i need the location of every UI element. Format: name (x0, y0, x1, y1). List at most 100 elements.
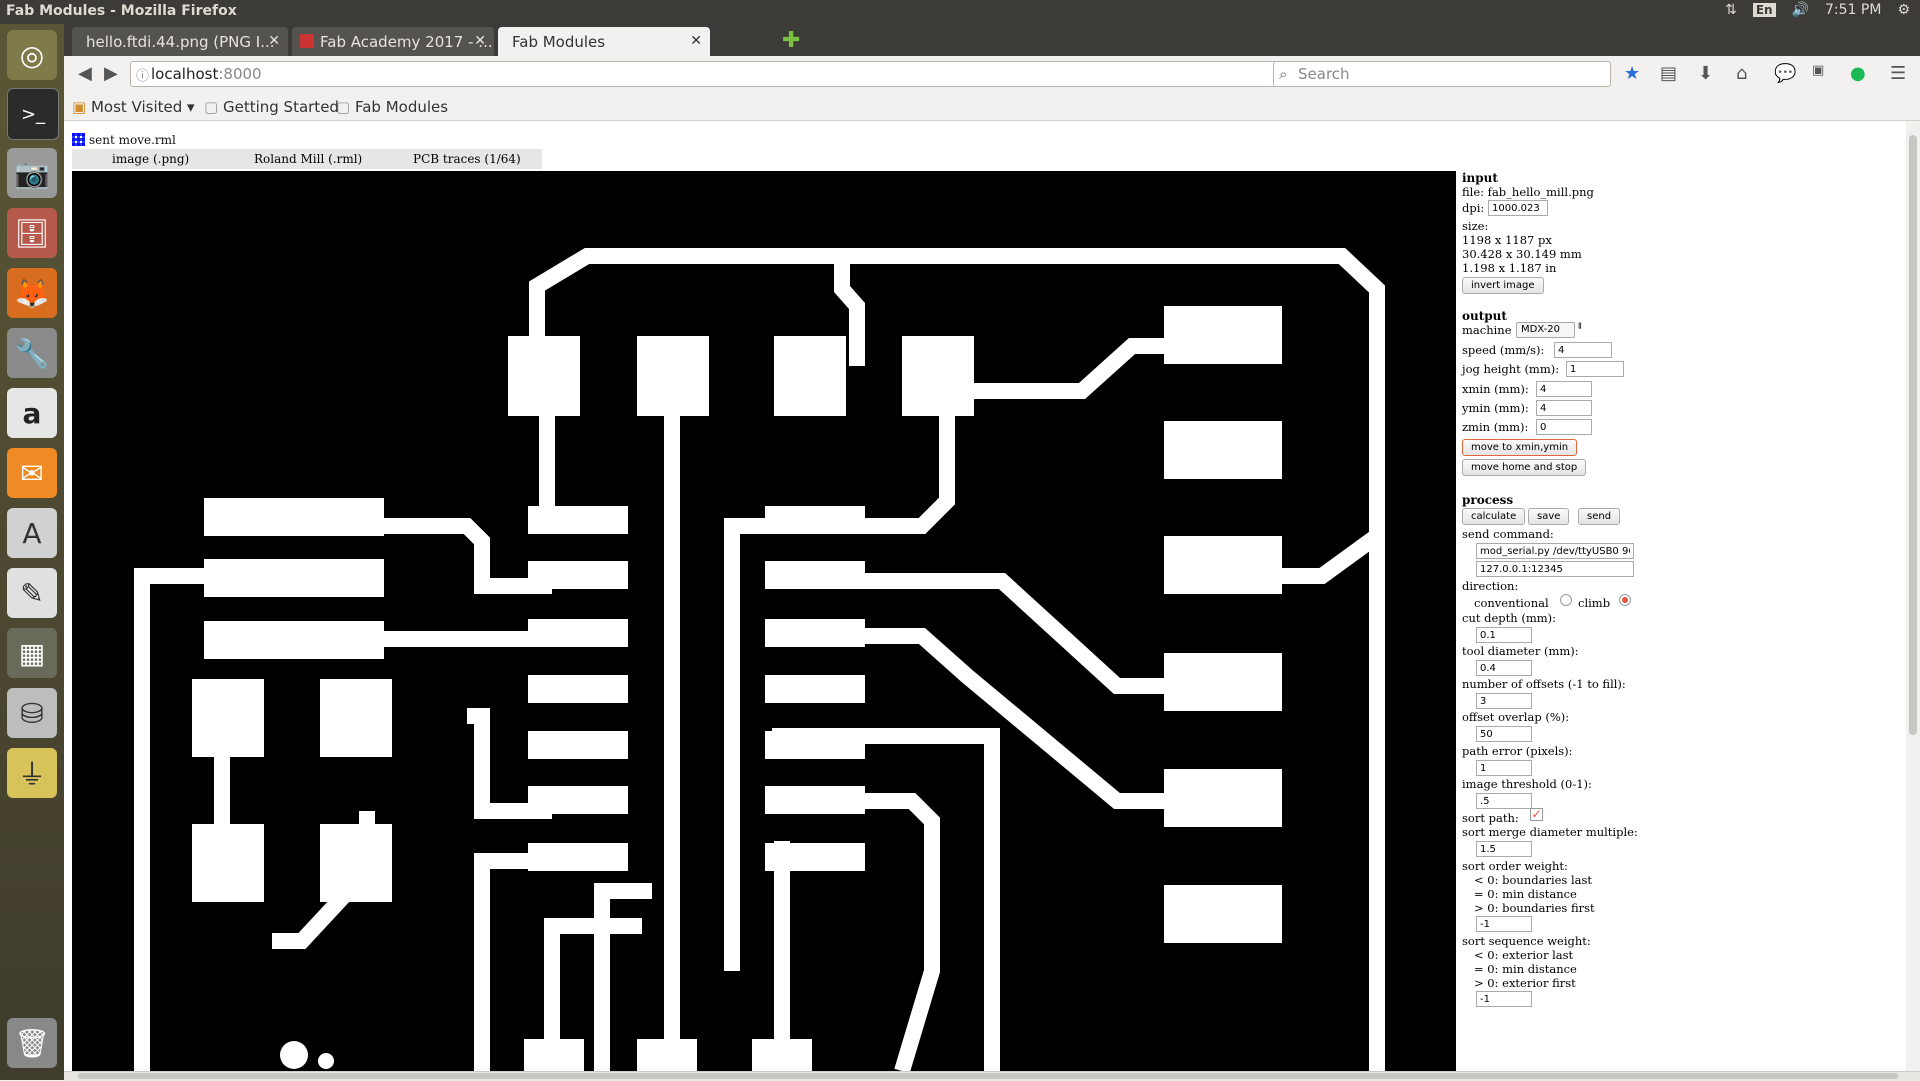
close-tab-icon[interactable]: ✕ (474, 33, 486, 49)
vertical-scroll-thumb[interactable] (1909, 135, 1917, 735)
tab-hello-ftdi[interactable]: hello.ftdi.44.png (PNG I... ✕ (72, 27, 288, 56)
overlap-label: offset overlap (%): (1462, 710, 1570, 724)
offsets-label: number of offsets (-1 to fill): (1462, 677, 1626, 691)
merge-label: sort merge diameter multiple: (1462, 825, 1638, 839)
bookmark-star-icon[interactable]: ★ (1624, 63, 1641, 84)
module-roland-mill[interactable]: Roland Mill (.rml) (254, 152, 363, 166)
sequence-input[interactable] (1476, 991, 1532, 1007)
tab-fab-academy[interactable]: Fab Academy 2017 - ... ✕ (292, 27, 494, 56)
tab-fab-modules[interactable]: Fab Modules ✕ (498, 27, 710, 56)
sort-path-label: sort path: (1462, 811, 1519, 825)
page-icon: ▢ (336, 98, 351, 116)
navigation-toolbar: ◀ ▶ ⓘ localhost:8000 ▼ ↻ ⌕ Search ★ ▤ ⬇ … (64, 56, 1920, 92)
forward-arrow-icon[interactable]: ▶ (104, 63, 118, 84)
module-image-png[interactable]: image (.png) (112, 152, 190, 166)
mail-icon[interactable]: ✉ (7, 448, 57, 498)
overlap-input[interactable] (1476, 726, 1532, 742)
machine-select[interactable]: MDX-20 (1516, 322, 1576, 338)
pad (528, 843, 628, 871)
save-button[interactable]: save (1528, 508, 1570, 525)
settings-gear-icon[interactable]: ⚙ (1897, 2, 1910, 18)
text-editor-icon[interactable]: ✎ (7, 568, 57, 618)
offsets-input[interactable] (1476, 693, 1532, 709)
youtube-icon[interactable]: ▣ (1812, 63, 1825, 78)
status-message: sent move.rml (72, 133, 176, 147)
dash-home-icon[interactable]: ◎ (7, 30, 57, 80)
clock[interactable]: 7:51 PM (1825, 2, 1882, 18)
module-pcb-traces[interactable]: PCB traces (1/64) (413, 152, 521, 166)
browser-tab-strip: hello.ftdi.44.png (PNG I... ✕ Fab Academ… (64, 24, 1920, 56)
workspace-switcher-icon[interactable]: ▦ (7, 628, 57, 678)
system-settings-icon[interactable]: 🔧 (7, 328, 57, 378)
close-tab-icon[interactable]: ✕ (268, 33, 280, 49)
ymin-input[interactable] (1536, 400, 1592, 416)
via (280, 1041, 308, 1069)
pad (1164, 421, 1282, 479)
menu-hamburger-icon[interactable]: ☰ (1890, 63, 1907, 84)
jog-height-input[interactable] (1566, 361, 1624, 377)
invert-image-button[interactable]: invert image (1462, 277, 1544, 294)
sort-path-checkbox[interactable]: ✓ (1530, 807, 1543, 821)
path-error-input[interactable] (1476, 760, 1532, 776)
move-to-xmin-ymin-button[interactable]: move to xmin,ymin (1462, 439, 1578, 456)
disk-drive-icon[interactable]: ⛁ (7, 688, 57, 738)
reading-list-icon[interactable]: ▤ (1660, 63, 1678, 84)
folder-icon: ▣ (72, 98, 87, 116)
back-arrow-icon[interactable]: ◀ (78, 63, 92, 84)
calculate-button[interactable]: calculate (1462, 508, 1526, 525)
terminal-icon[interactable]: >_ (7, 88, 59, 140)
send-command-input[interactable] (1476, 543, 1634, 559)
horizontal-scroll-thumb[interactable] (78, 1073, 1898, 1079)
pad (320, 679, 392, 757)
bookmark-most-visited[interactable]: ▣ Most Visited ▾ (72, 98, 195, 116)
zmin-label: zmin (mm): (1462, 420, 1529, 434)
info-icon[interactable]: ⓘ (136, 69, 150, 84)
search-bar[interactable]: ⌕ Search (1273, 61, 1611, 87)
new-tab-plus-icon[interactable]: ✚ (782, 28, 801, 53)
grammarly-icon[interactable]: ● (1850, 63, 1866, 84)
firefox-icon[interactable]: 🦊 (7, 268, 57, 318)
zmin-input[interactable] (1536, 419, 1592, 435)
send-button[interactable]: send (1578, 508, 1621, 525)
camera-icon[interactable]: 📷 (7, 148, 57, 198)
url-bar[interactable]: ⓘ localhost:8000 ▼ ↻ (130, 61, 1334, 87)
pad (765, 843, 865, 871)
horizontal-scrollbar[interactable] (64, 1071, 1920, 1081)
vertical-scrollbar[interactable] (1906, 121, 1920, 1071)
merge-input[interactable] (1476, 841, 1532, 857)
usb-drive-icon[interactable]: ⏚ (7, 748, 57, 798)
system-tray: ⇅ En 🔊 7:51 PM ⚙ (1725, 2, 1910, 18)
order-input[interactable] (1476, 916, 1532, 932)
conventional-radio[interactable] (1560, 594, 1572, 606)
chat-icon[interactable]: 💬 (1774, 63, 1797, 84)
server-input[interactable] (1476, 561, 1634, 577)
cut-depth-input[interactable] (1476, 627, 1532, 643)
sequence-line: > 0: exterior first (1474, 976, 1576, 990)
speed-input[interactable] (1554, 342, 1612, 358)
pad (637, 336, 709, 416)
downloads-icon[interactable]: ⬇ (1698, 63, 1714, 84)
file-manager-icon[interactable]: 🗄 (7, 208, 57, 258)
volume-icon[interactable]: 🔊 (1791, 2, 1810, 18)
dpi-input[interactable] (1488, 200, 1548, 216)
speed-label: speed (mm/s): (1462, 343, 1545, 357)
keyboard-layout-indicator[interactable]: En (1752, 3, 1776, 17)
climb-radio[interactable] (1619, 594, 1631, 606)
close-tab-icon[interactable]: ✕ (690, 33, 702, 49)
page-icon: ▢ (204, 98, 219, 116)
move-home-and-stop-button[interactable]: move home and stop (1462, 459, 1587, 476)
tool-diameter-input[interactable] (1476, 660, 1532, 676)
conventional-label: conventional (1474, 596, 1549, 610)
bookmark-getting-started[interactable]: ▢ Getting Started (204, 98, 339, 116)
bookmark-fab-modules[interactable]: ▢ Fab Modules (336, 98, 449, 116)
send-command-label: send command: (1462, 527, 1554, 541)
amazon-icon[interactable]: a (7, 388, 57, 438)
network-icon[interactable]: ⇅ (1725, 2, 1737, 18)
select-updown-icon: ⇕ (1576, 322, 1584, 332)
home-icon[interactable]: ⌂ (1736, 63, 1748, 84)
threshold-input[interactable] (1476, 793, 1532, 809)
pcb-image-canvas[interactable] (72, 171, 1456, 1071)
software-updater-icon[interactable]: A (7, 508, 57, 558)
trash-icon[interactable]: 🗑 (7, 1018, 57, 1068)
xmin-input[interactable] (1536, 381, 1592, 397)
